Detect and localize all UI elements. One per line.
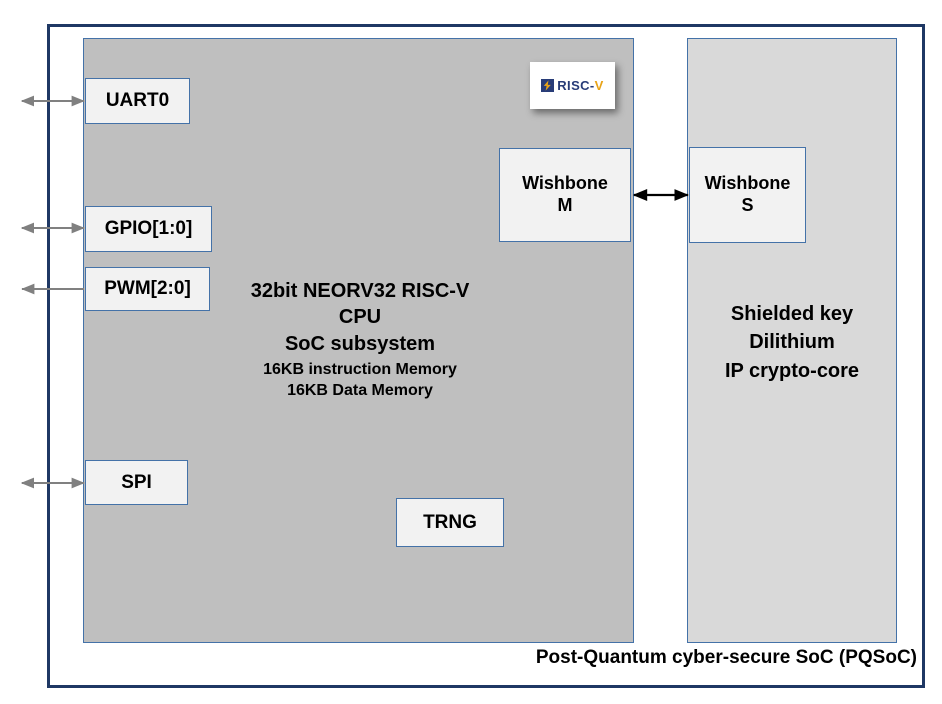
cpu-caption-line2: CPU: [338, 306, 382, 329]
peripheral-box-spi[interactable]: SPI: [85, 460, 188, 505]
peripheral-label: TRNG: [423, 511, 477, 533]
soc-title: Post-Quantum cyber-secure SoC (PQSoC): [535, 647, 917, 668]
peripheral-box-uart0[interactable]: UART0: [85, 78, 190, 124]
wishbone-slave-line2: S: [741, 195, 754, 215]
crypto-caption-line1: Shielded key: [730, 303, 854, 325]
riscv-bolt-icon: [541, 79, 555, 92]
peripheral-label: PWM[2:0]: [104, 278, 191, 300]
wishbone-master-line2: M: [557, 195, 573, 215]
riscv-wordmark-prefix: RISC-: [557, 78, 595, 93]
riscv-wordmark: RISC-V: [557, 79, 603, 92]
cpu-caption-line5: 16KB Data Memory: [287, 382, 433, 400]
wishbone-slave-label: Wishbone S: [705, 173, 791, 217]
cpu-subsystem-block: [83, 38, 634, 643]
cpu-caption-line4: 16KB instruction Memory: [263, 361, 457, 379]
crypto-core-block: [687, 38, 897, 643]
wishbone-master-label: Wishbone M: [522, 173, 608, 217]
wishbone-master-line1: Wishbone: [522, 173, 608, 194]
peripheral-label: GPIO[1:0]: [104, 218, 193, 240]
wishbone-slave-line1: Wishbone: [704, 173, 791, 194]
peripheral-label: SPI: [121, 471, 152, 493]
peripheral-label: UART0: [105, 90, 170, 112]
cpu-caption-line1: 32bit NEORV32 RISC-V: [250, 280, 470, 302]
crypto-core-caption: Shielded key Dilithium IP crypto-core: [687, 300, 897, 385]
crypto-caption-line3: IP crypto-core: [724, 359, 860, 382]
wishbone-master-box[interactable]: Wishbone M: [499, 148, 631, 242]
riscv-wordmark-suffix: V: [594, 78, 604, 93]
riscv-logo-card: RISC-V: [530, 62, 615, 109]
peripheral-box-pwm[interactable]: PWM[2:0]: [85, 267, 210, 311]
peripheral-box-trng[interactable]: TRNG: [396, 498, 504, 547]
cpu-subsystem-caption: 32bit NEORV32 RISC-V CPU SoC subsystem 1…: [170, 278, 550, 401]
crypto-caption-line2: Dilithium: [749, 331, 835, 354]
wishbone-slave-box[interactable]: Wishbone S: [689, 147, 806, 243]
peripheral-box-gpio[interactable]: GPIO[1:0]: [85, 206, 212, 252]
cpu-caption-line3: SoC subsystem: [284, 332, 436, 355]
